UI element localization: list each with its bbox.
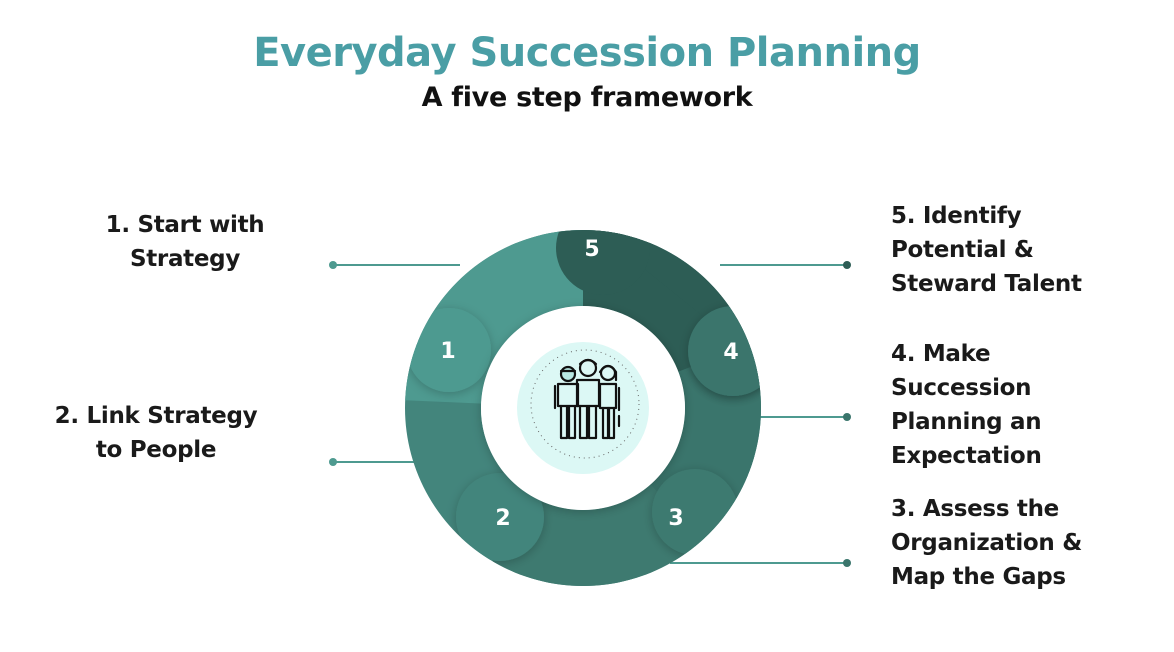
step-label-4: 4. Make Succession Planning an Expectati… — [891, 341, 1042, 469]
connector-dot-5 — [843, 261, 851, 269]
step-number-4: 4 — [723, 340, 738, 365]
step-number-5: 5 — [584, 237, 599, 262]
connector-dot-1 — [329, 261, 337, 269]
step-label-1: 1. Start with Strategy — [105, 212, 265, 272]
connector-lines — [329, 261, 851, 567]
step-number-1: 1 — [440, 339, 455, 364]
step-label-5: 5. Identify Potential & Steward Talent — [891, 203, 1082, 297]
dotted-ring — [530, 349, 640, 459]
page-subtitle: A five step framework — [421, 82, 753, 113]
segment-1-cap — [407, 308, 491, 392]
people-group-icon — [553, 358, 621, 440]
connector-dot-2 — [329, 458, 337, 466]
connector-dot-3 — [843, 559, 851, 567]
page-title: Everyday Succession Planning — [253, 30, 921, 76]
segment-2-cap — [456, 473, 544, 561]
step-label-2: 2. Link Strategy to People — [54, 403, 258, 463]
step-label-3: 3. Assess the Organization & Map the Gap… — [891, 496, 1082, 590]
step-number-2: 2 — [495, 506, 510, 531]
step-number-3: 3 — [668, 506, 683, 531]
connector-dot-4 — [843, 413, 851, 421]
